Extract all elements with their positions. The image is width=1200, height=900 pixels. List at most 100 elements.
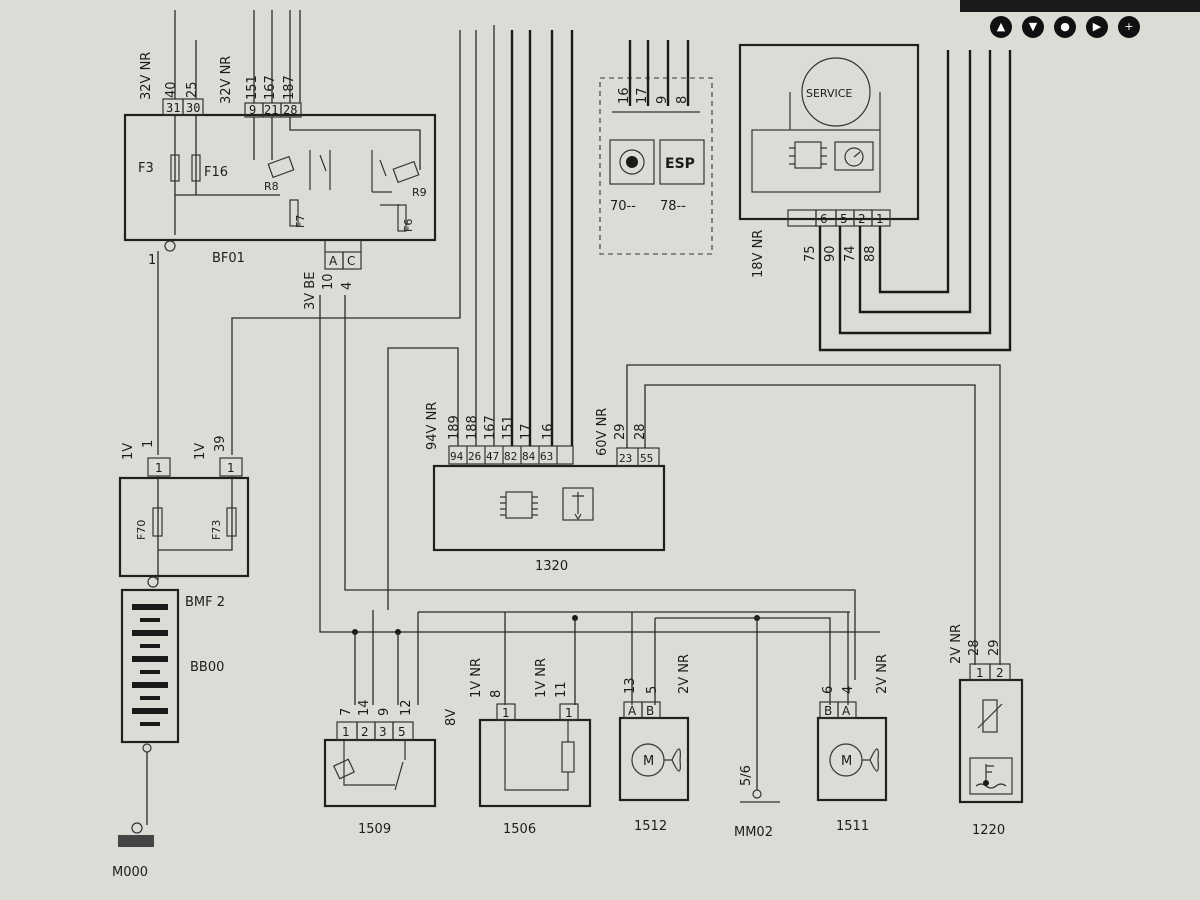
bf01-pin-a: A xyxy=(329,254,338,268)
fuse-f70: F70 xyxy=(135,520,148,540)
bf01-pin-30: 30 xyxy=(186,101,200,115)
bf01-label: BF01 xyxy=(212,251,245,266)
c1509-pin-1: 1 xyxy=(342,725,350,739)
bf01-pin-31: 31 xyxy=(166,101,180,115)
relay-r8: R8 xyxy=(264,180,279,193)
wire-10: 10 xyxy=(321,273,336,290)
component-1506: 1 1 1V NR 8 1V NR 11 1506 xyxy=(469,658,592,837)
fuse-f73: F73 xyxy=(210,520,223,540)
c1506-wire-11: 11 xyxy=(554,681,569,698)
circle-icon[interactable]: ● xyxy=(1054,16,1076,38)
bf01-pin-c: C xyxy=(347,254,355,268)
ground-m000-label: M000 xyxy=(112,865,148,880)
chip-icon xyxy=(500,491,538,519)
battery-cells xyxy=(132,604,168,726)
wire-88: 88 xyxy=(863,245,878,262)
ecu-pin-26: 26 xyxy=(468,450,481,463)
cluster-pin-5: 5 xyxy=(840,212,848,226)
down-arrow-icon[interactable]: ▼ xyxy=(1022,16,1044,38)
ecu-conn-a-gauge: 94V NR xyxy=(425,402,440,450)
wire-74: 74 xyxy=(843,245,858,262)
wire-167: 167 xyxy=(263,75,278,100)
c1509-gauge: 8V xyxy=(444,709,459,726)
c1506-gauge-1: 1V NR xyxy=(469,658,484,698)
ecu-pin-55: 55 xyxy=(640,452,653,465)
c1506-label: 1506 xyxy=(503,822,536,837)
cluster-gauge-icon xyxy=(834,141,874,171)
wire-189: 189 xyxy=(447,415,462,440)
fuse-f6: F6 xyxy=(402,219,415,232)
c1512-motor: M xyxy=(643,754,654,769)
plus-icon[interactable]: + xyxy=(1118,16,1140,38)
wire-167-ecu: 167 xyxy=(483,415,498,440)
c1506-pin-a: 1 xyxy=(502,706,510,720)
panel-wire-8: 8 xyxy=(675,96,690,104)
c1511-label: 1511 xyxy=(836,819,869,834)
fan-motor-icon: M xyxy=(631,743,681,777)
c1220-gauge: 2V NR xyxy=(949,624,964,664)
service-dial: SERVICE xyxy=(801,57,871,127)
esp-icon-text: ESP xyxy=(665,156,695,172)
ecu-pin-82: 82 xyxy=(504,450,517,463)
cluster-pin-1: 1 xyxy=(876,212,884,226)
wire-1: 1 xyxy=(141,440,156,448)
right-arrow-icon[interactable]: ▶ xyxy=(1086,16,1108,38)
navigation-toolbar: ▲ ▼ ● ▶ + xyxy=(990,16,1140,38)
component-1220: 1 2 2V NR 28 29 1220 xyxy=(949,624,1024,838)
brake-warning-icon xyxy=(609,139,655,185)
bf01-left-gauge: 32V NR xyxy=(139,52,154,100)
mm02-wire: 5/6 xyxy=(739,765,754,786)
c1511-pin-a: A xyxy=(842,704,851,718)
c1220-wire-29: 29 xyxy=(987,639,1002,656)
c1509-wire-7: 7 xyxy=(339,708,354,716)
ecu-1320: 94 26 47 82 84 63 23 55 94V NR 189 188 1… xyxy=(425,402,666,574)
ground-m000: M000 xyxy=(112,822,154,880)
bf01-pin-9: 9 xyxy=(249,103,256,117)
c1220-label: 1220 xyxy=(972,823,1005,838)
c1512-pin-a: A xyxy=(628,704,637,718)
fan-motor-icon: M xyxy=(829,743,879,777)
wire-90: 90 xyxy=(823,245,838,262)
ecu-conn-b-gauge: 60V NR xyxy=(595,408,610,456)
bf01-pin-1: 1 xyxy=(148,253,156,268)
ecu-pin-47: 47 xyxy=(486,450,499,463)
bf01-pin-28: 28 xyxy=(283,103,297,117)
c1509-pin-3: 3 xyxy=(379,725,387,739)
up-arrow-icon[interactable]: ▲ xyxy=(990,16,1012,38)
wire-188: 188 xyxy=(465,415,480,440)
window-edge-bar xyxy=(960,0,1200,12)
c1509-pin-5: 5 xyxy=(398,725,406,739)
c1506-gauge-2: 1V NR xyxy=(534,658,549,698)
esp-icon: ESP xyxy=(659,139,705,185)
ecu-pin-23: 23 xyxy=(619,452,632,465)
service-text: SERVICE xyxy=(806,87,852,100)
component-1512: A B 13 5 2V NR M 1512 xyxy=(618,654,692,834)
c1509-wire-9: 9 xyxy=(377,708,392,716)
fuse-f7: F7 xyxy=(294,215,307,228)
ecu-pin-84: 84 xyxy=(522,450,536,463)
c1512-gauge: 2V NR xyxy=(677,654,692,694)
bf01-bottom-gauge: 3V BE xyxy=(303,272,318,310)
ecu-label: 1320 xyxy=(535,559,568,574)
wire-17: 17 xyxy=(519,423,534,440)
fuse-f16: F16 xyxy=(204,165,228,180)
c1509-wire-12: 12 xyxy=(399,699,414,716)
ecu-pin-63: 63 xyxy=(540,450,553,463)
panel-wire-17: 17 xyxy=(635,87,650,104)
mm02-label: MM02 xyxy=(734,825,773,840)
bmf2-right-gauge: 1V xyxy=(193,443,208,460)
cluster-pin-2: 2 xyxy=(858,212,866,226)
cluster-gauge: 18V NR xyxy=(751,230,766,278)
c1512-wire-5: 5 xyxy=(645,686,660,694)
c1512-wire-13: 13 xyxy=(623,677,638,694)
c1509-wire-14: 14 xyxy=(357,699,372,716)
relay-r9: R9 xyxy=(412,186,427,199)
component-1511: B A 6 4 2V NR M 1511 xyxy=(816,654,890,834)
c1512-label: 1512 xyxy=(634,819,667,834)
brake-label: 70-- xyxy=(610,199,636,214)
wire-29: 29 xyxy=(613,423,628,440)
component-1509: 1 2 3 5 7 14 9 12 8V 1509 xyxy=(323,699,459,837)
esp-label: 78-- xyxy=(660,199,686,214)
bmf2-label: BMF 2 xyxy=(185,595,225,610)
